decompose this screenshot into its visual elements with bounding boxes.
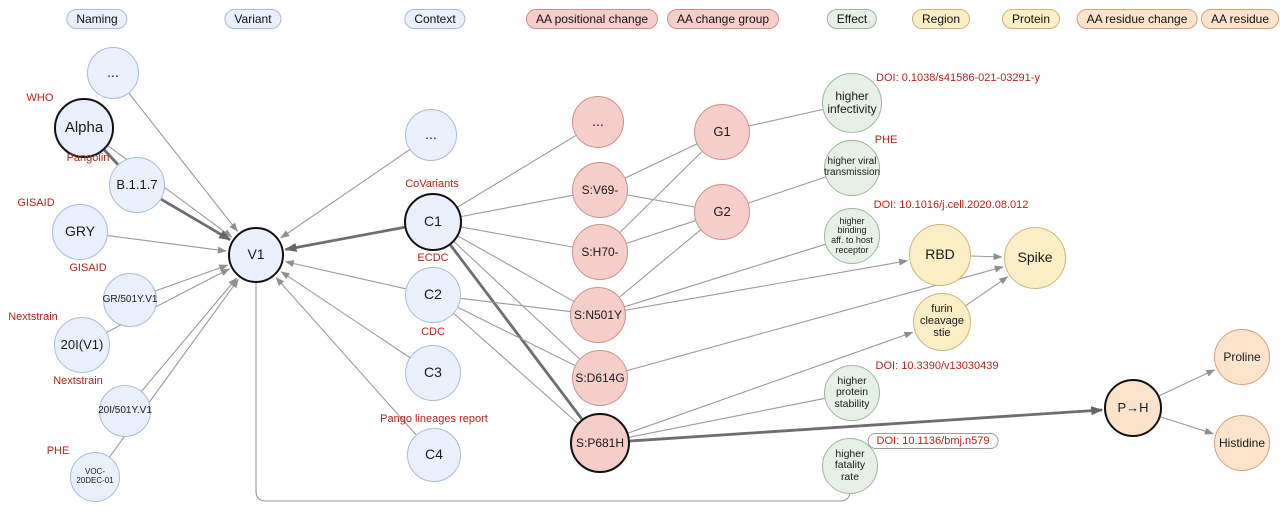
- node-b117[interactable]: B.1.1.7: [109, 157, 165, 213]
- edge-sp681h-stability: [629, 397, 825, 438]
- annotation-doi-10-3390-v13030439: DOI: 10.3390/v13030439: [875, 360, 999, 372]
- node-fatality[interactable]: higher fatality rate: [822, 438, 878, 494]
- legend-region: Region: [911, 9, 971, 29]
- edge-gry-v1: [107, 235, 227, 254]
- node-sd614g[interactable]: S:D614G: [572, 350, 628, 406]
- edge-c1-sn501y: [458, 235, 574, 302]
- node-binding[interactable]: higher binding aff. to host receptor: [824, 208, 880, 264]
- edge-gr501-v1: [155, 264, 229, 292]
- annotation-covariants: CoVariants: [405, 178, 459, 190]
- node-c4[interactable]: C4: [407, 428, 461, 482]
- edge-c1-pos-dots: [457, 135, 577, 208]
- annotation-nextstrain: Nextstrain: [8, 311, 58, 323]
- node-furin[interactable]: furin cleavage stie: [913, 293, 971, 351]
- annotation-who: WHO: [26, 92, 54, 104]
- annotation-cdc: CDC: [421, 326, 445, 338]
- node-c2[interactable]: C2: [405, 267, 461, 323]
- legend-protein: Protein: [1001, 9, 1061, 29]
- edge-c1-sp681h: [449, 244, 584, 420]
- edge-naming-dots-v1: [128, 93, 238, 232]
- node-sv69[interactable]: S:V69-: [572, 162, 628, 218]
- edge-sn501y-binding: [624, 243, 826, 308]
- annotation-phe: PHE: [46, 445, 70, 457]
- node-n20i501[interactable]: 20I/501Y.V1: [98, 385, 152, 437]
- node-histidine[interactable]: Histidine: [1214, 415, 1270, 471]
- node-sh70[interactable]: S:H70-: [572, 224, 628, 280]
- edge-c1-sv69: [461, 194, 573, 218]
- node-ph[interactable]: P→H: [1104, 379, 1162, 437]
- node-naming-dots[interactable]: ...: [87, 47, 139, 99]
- legend-aa-residue: AA residue: [1200, 9, 1280, 29]
- legend-aa-positional-change: AA positional change: [525, 9, 659, 29]
- edge-ph-histidine: [1160, 416, 1214, 435]
- edge-c2-sd614g: [457, 307, 576, 366]
- node-c1[interactable]: C1: [404, 193, 462, 251]
- node-gr501[interactable]: GR/501Y.V1: [103, 273, 157, 327]
- node-voc[interactable]: VOC-20DEC-01: [70, 452, 120, 502]
- annotation-doi-10-1016-j-cell-2020-08-012: DOI: 10.1016/j.cell.2020.08.012: [873, 199, 1029, 211]
- node-alpha[interactable]: Alpha: [54, 98, 114, 158]
- edge-rbd-spike: [970, 253, 1003, 261]
- edge-sv69-g2: [627, 194, 695, 208]
- legend-variant: Variant: [224, 9, 282, 29]
- node-stability[interactable]: higher protein stability: [824, 365, 880, 421]
- edge-sp681h-furin: [628, 331, 914, 434]
- node-c3[interactable]: C3: [405, 345, 461, 401]
- edge-c2-sp681h: [453, 313, 578, 424]
- node-g1[interactable]: G1: [694, 104, 750, 160]
- node-spike[interactable]: Spike: [1004, 227, 1066, 289]
- node-v1[interactable]: V1: [228, 227, 284, 283]
- edge-sp681h-ph: [629, 406, 1104, 443]
- edge-furin-spike: [965, 276, 1009, 307]
- edge-c3-v1: [280, 271, 411, 358]
- edge-c1-sh70: [461, 226, 573, 248]
- node-proline[interactable]: Proline: [1214, 329, 1270, 385]
- legend-naming: Naming: [66, 9, 128, 29]
- edge-n20i501-v1: [141, 277, 238, 392]
- annotation-doi-0-1038-s41586-021-03291-y: DOI: 0.1038/s41586-021-03291-y: [876, 72, 1040, 84]
- annotation-pangolin: Pangolin: [66, 152, 110, 164]
- edge-c2-v1: [284, 260, 406, 290]
- node-sp681h[interactable]: S:P681H: [570, 413, 630, 473]
- node-sn501y[interactable]: S:N501Y: [570, 287, 626, 343]
- annotation-gisaid: GISAID: [69, 262, 107, 274]
- node-pos-dots[interactable]: ...: [572, 96, 624, 148]
- edge-sn501y-g2: [619, 229, 701, 298]
- edge-context-dots-v1: [280, 149, 410, 239]
- edge-ph-proline: [1159, 369, 1216, 397]
- node-infectivity[interactable]: higher infectivity: [822, 73, 882, 133]
- edge-alpha-b117: [103, 149, 119, 166]
- node-context-dots[interactable]: ...: [405, 109, 457, 161]
- node-gry[interactable]: GRY: [52, 204, 108, 260]
- node-n20iv1[interactable]: 20I(V1): [54, 317, 110, 373]
- annotation-doi-10-1136-bmj-n579: DOI: 10.1136/bmj.n579: [867, 433, 999, 449]
- edge-c4-v1: [275, 277, 417, 436]
- edge-sv69-g1: [625, 143, 697, 179]
- node-transmission[interactable]: higher viral transmission: [824, 140, 880, 196]
- edge-c1-v1: [284, 225, 405, 252]
- legend-aa-change-group: AA change group: [666, 9, 780, 29]
- node-rbd[interactable]: RBD: [909, 224, 971, 286]
- edge-sh70-g1: [619, 151, 703, 233]
- annotation-nextstrain: Nextstrain: [53, 375, 103, 387]
- edge-c2-sn501y: [460, 297, 571, 313]
- edge-c1-sd614g: [453, 241, 580, 360]
- edge-g1-infectivity: [749, 108, 823, 127]
- legend-aa-residue-change: AA residue change: [1076, 9, 1198, 29]
- annotation-pango-lineages-report: Pango lineages report: [380, 413, 488, 425]
- legend-effect: Effect: [826, 9, 878, 29]
- legend-context: Context: [404, 9, 466, 29]
- annotation-phe: PHE: [874, 134, 898, 146]
- edge-sh70-g2: [626, 220, 696, 244]
- annotation-gisaid: GISAID: [17, 197, 55, 209]
- edge-g2-transmission: [748, 176, 826, 204]
- edge-b117-v1: [160, 197, 231, 242]
- edge-sn501y-rbd: [625, 258, 908, 311]
- node-g2[interactable]: G2: [694, 184, 750, 240]
- edge-fatality-v1: [255, 283, 851, 502]
- annotation-ecdc: ECDC: [417, 252, 449, 264]
